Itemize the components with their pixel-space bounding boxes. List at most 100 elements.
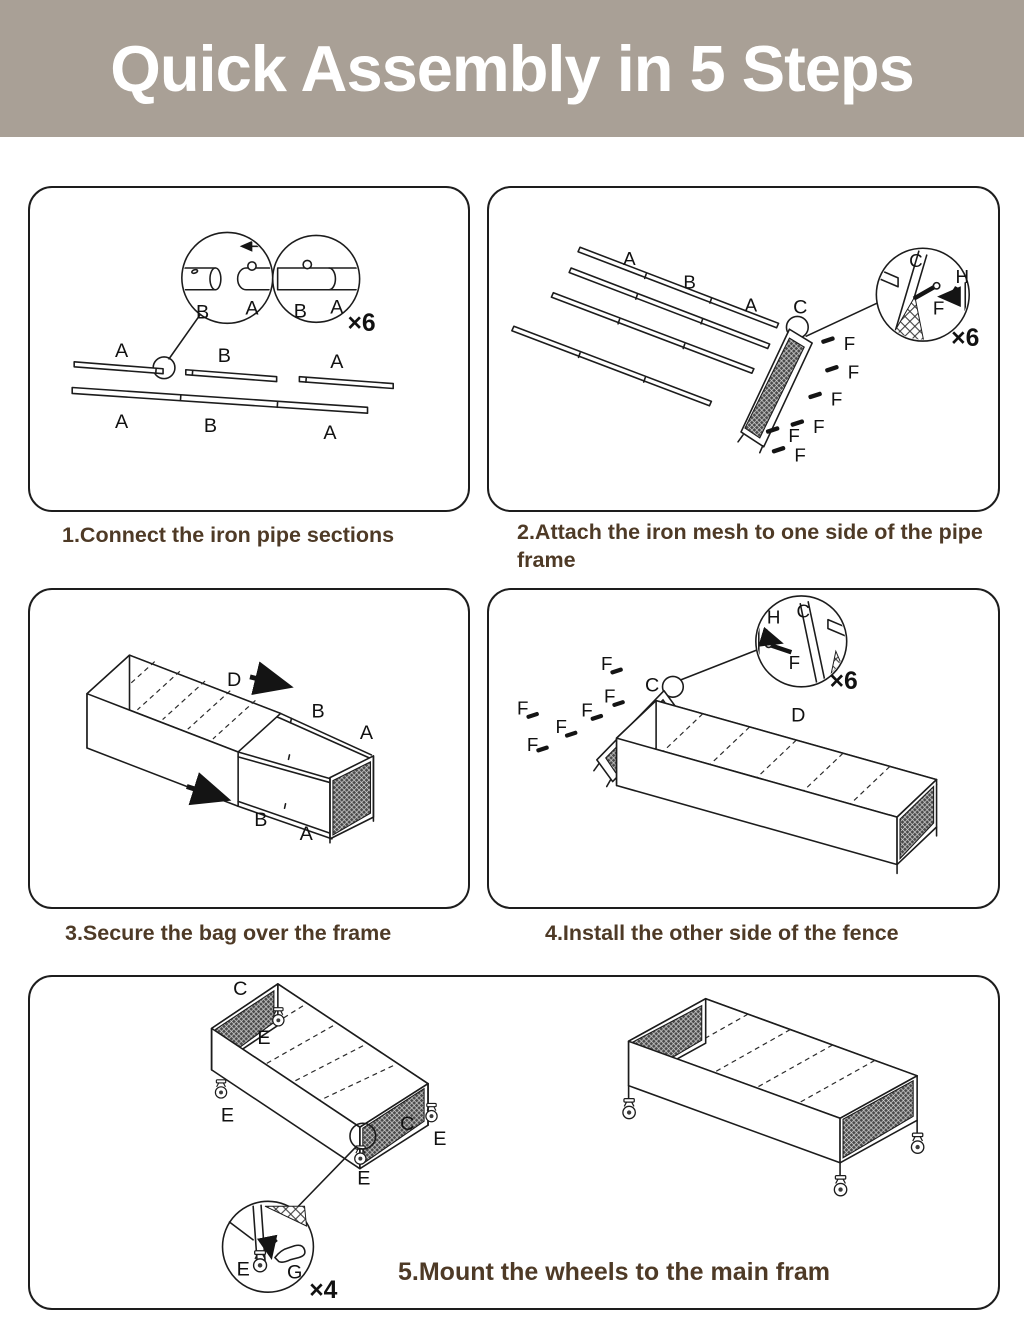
slide-arrow-top-icon (249, 661, 294, 695)
part-label-c: C (796, 601, 810, 622)
pipe-connection-detail (183, 240, 272, 291)
part-label-c: C (233, 978, 247, 1000)
caster-wheel-icon (833, 1174, 848, 1197)
part-label-f: F (604, 686, 615, 707)
part-label-f: F (933, 297, 944, 318)
part-label-c: C (793, 296, 807, 318)
callout-circle (349, 1122, 377, 1150)
callout-circle (661, 675, 685, 698)
part-label-b: B (294, 300, 307, 322)
part-label-d: D (227, 669, 241, 691)
turn-arrow-icon (937, 286, 961, 308)
pipe-set (511, 246, 780, 407)
callout-line (680, 648, 760, 681)
step1-caption: 1.Connect the iron pipe sections (62, 523, 395, 547)
step3-panel: D B A B A (28, 588, 470, 909)
part-label-b: B (204, 415, 217, 437)
screw-set (765, 336, 839, 454)
part-label-d: D (791, 704, 805, 726)
part-label-e: E (221, 1104, 234, 1126)
part-label-b: B (196, 301, 209, 323)
wheel-mount-detail (228, 1204, 308, 1273)
part-label-h: H (767, 607, 781, 628)
step2-diagram: A B A C C H (511, 246, 979, 466)
part-label-a: A (745, 294, 758, 315)
screw-set (526, 667, 625, 753)
part-label-b: B (312, 700, 325, 722)
step1-diagram: B A B A ×6 A B A (71, 231, 394, 444)
page-title: Quick Assembly in 5 Steps (110, 32, 914, 105)
pipe-row-separated (73, 361, 394, 390)
part-label-e: E (257, 1027, 270, 1049)
frame-unit-left (210, 983, 429, 1170)
part-label-a: A (245, 297, 259, 319)
step3-diagram: D B A B A (86, 654, 375, 845)
part-label-e: E (433, 1128, 446, 1150)
part-label-b: B (254, 809, 267, 831)
wrench-hand-icon (274, 1244, 306, 1263)
quantity-x6: ×6 (348, 310, 376, 337)
part-label-e: E (237, 1258, 250, 1280)
part-label-a: A (115, 340, 129, 362)
part-label-f: F (848, 362, 859, 383)
part-label-f: F (581, 699, 592, 720)
part-label-f: F (788, 425, 799, 446)
part-label-a: A (323, 422, 337, 444)
callout-line (805, 301, 880, 337)
step5-diagram: C C E E E E E G ×4 (210, 978, 925, 1304)
pipe-joined-detail (276, 259, 359, 291)
step1-panel: B A B A ×6 A B A (28, 186, 470, 512)
screw-icon (912, 284, 936, 301)
part-label-f: F (844, 333, 855, 354)
part-label-h: H (956, 266, 970, 287)
part-label-f: F (527, 734, 538, 755)
frame-rails (237, 712, 373, 840)
step2-caption: 2.Attach the iron mesh to one side of th… (517, 520, 983, 573)
part-label-f: F (601, 653, 612, 674)
step5-panel: C C E E E E E G ×4 (28, 975, 1000, 1310)
part-label-a: A (330, 351, 344, 373)
part-label-f: F (831, 388, 842, 409)
part-label-a: A (300, 823, 314, 845)
turn-arrow-icon (256, 1234, 278, 1260)
part-label-f: F (794, 445, 805, 466)
pipe-row-assembled (71, 386, 369, 414)
part-label-f: F (517, 697, 528, 718)
part-label-c: C (400, 1113, 414, 1135)
mesh-panel (329, 755, 375, 844)
caster-wheel-icon (622, 1097, 636, 1120)
part-label-b: B (683, 272, 696, 293)
part-label-g: G (287, 1261, 302, 1283)
slide-arrow-bottom-icon (186, 772, 232, 806)
part-label-f: F (813, 416, 824, 437)
callout-line (288, 1146, 357, 1216)
step2-panel: A B A C C H (487, 186, 1000, 512)
part-label-c: C (909, 250, 923, 271)
step4-diagram: F F F F F F C (517, 595, 938, 875)
detail-zoom-circle (755, 595, 848, 688)
part-label-a: A (360, 722, 374, 744)
caster-wheel-icon (252, 1250, 268, 1273)
frame-unit-right (627, 997, 918, 1180)
caster-wheel-icon (910, 1132, 925, 1154)
mesh-panel (737, 328, 813, 454)
step5-caption: 5.Mount the wheels to the main fram (398, 1258, 830, 1286)
caster-wheel-icon (214, 1079, 228, 1099)
part-label-e: E (357, 1167, 370, 1189)
part-label-b: B (218, 345, 231, 367)
callout-line (168, 314, 201, 360)
part-label-f: F (789, 652, 800, 673)
caster-wheel-icon (425, 1102, 438, 1123)
step3-caption: 3.Secure the bag over the frame (65, 921, 392, 945)
step4-panel: F F F F F F C (487, 588, 1000, 909)
quantity-x6: ×6 (830, 668, 858, 695)
part-label-a: A (330, 296, 344, 318)
part-label-f: F (556, 716, 567, 737)
storage-bag (615, 699, 938, 875)
part-label-c: C (645, 675, 659, 697)
quantity-x6: ×6 (951, 325, 979, 352)
title-banner: Quick Assembly in 5 Steps (0, 0, 1024, 137)
part-label-a: A (115, 411, 129, 433)
part-label-a: A (623, 248, 636, 269)
